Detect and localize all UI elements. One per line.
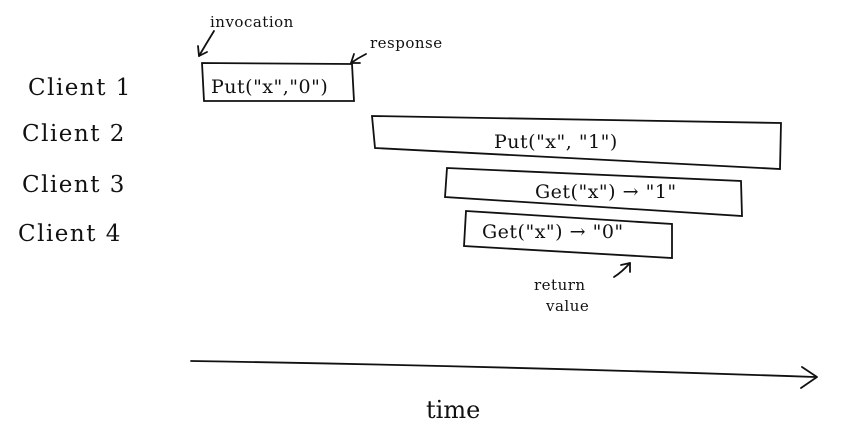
- invocation-arrowhead-icon: [197, 45, 208, 57]
- response-arrowhead-icon: [350, 53, 361, 64]
- client-4-op-box: [463, 210, 673, 259]
- invocation-annotation: invocation: [210, 13, 294, 31]
- client-1-op-box: [201, 62, 355, 102]
- client-2-label: Client 2: [22, 121, 126, 147]
- client-1-op-label: Put("x","0"): [211, 76, 328, 98]
- client-3-op-box: [444, 167, 743, 217]
- client-3-op-label: Get("x") → "1": [535, 181, 677, 203]
- client-2-op-label: Put("x", "1"): [494, 131, 618, 153]
- client-4-label: Client 4: [18, 221, 122, 247]
- client-2-op-box: [371, 115, 782, 170]
- time-axis-arrowhead-icon: [800, 366, 818, 389]
- client-3-label: Client 3: [22, 172, 126, 198]
- return-value-annotation-line2: value: [545, 297, 589, 315]
- time-axis-line: [190, 360, 816, 378]
- client-4-op-label: Get("x") → "0": [482, 221, 624, 243]
- return-value-arrowhead-icon: [620, 262, 631, 273]
- client-1-label: Client 1: [28, 75, 132, 101]
- return-value-annotation-line1: return: [534, 276, 586, 294]
- time-axis-label: time: [426, 396, 480, 424]
- return-value-arrow-shaft: [613, 262, 631, 278]
- response-annotation: response: [370, 34, 443, 52]
- invocation-arrow-shaft: [198, 30, 215, 57]
